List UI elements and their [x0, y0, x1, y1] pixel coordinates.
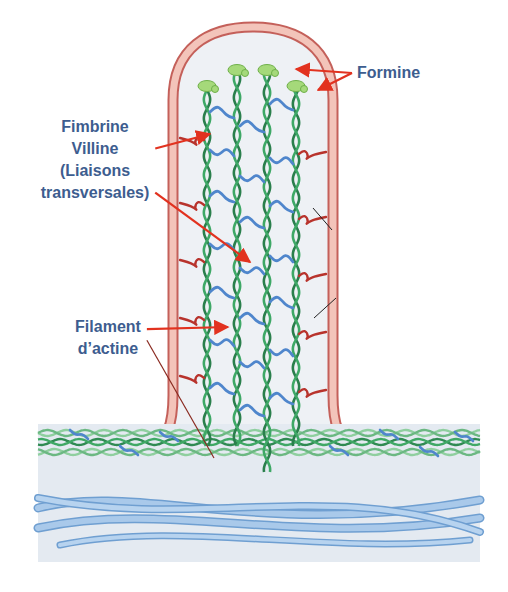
crosslinks: [180, 99, 326, 416]
actin-strand: [38, 439, 480, 445]
fimbrin-crosslink: [210, 107, 234, 118]
leader-arrow: [147, 340, 214, 458]
intermediate-filament: [38, 498, 480, 532]
fimbrin-crosslink: [210, 191, 234, 202]
fimbrin-crosslink: [270, 158, 293, 164]
leader-line: [313, 208, 332, 230]
actin-strand: [234, 74, 240, 446]
fimbrin-crosslink: [270, 297, 293, 308]
formins: [198, 65, 308, 93]
actin-cortex: [38, 430, 480, 456]
actin-strand: [234, 74, 240, 446]
intermediate-filament: [60, 536, 470, 545]
leader-arrow: [147, 327, 228, 329]
crosslink: [70, 430, 88, 439]
formin: [301, 86, 308, 93]
microvillus-lumen: [168, 27, 338, 430]
fimbrin-crosslink: [210, 340, 234, 346]
fimbrin-crosslink: [210, 287, 234, 298]
actin-strand: [38, 430, 480, 436]
actin-strand: [38, 449, 480, 455]
part-label: Filament d’actine: [75, 316, 141, 360]
leader-arrow: [155, 193, 250, 262]
formin: [212, 86, 219, 93]
fimbrin-crosslink: [210, 383, 234, 394]
fimbrin-crosslink: [270, 350, 293, 356]
leader-arrow: [155, 134, 210, 149]
fimbrin-crosslink: [270, 99, 293, 110]
side-link: [299, 216, 326, 224]
fimbrin-crosslink: [270, 201, 293, 212]
side-link: [299, 273, 326, 281]
part-label: Fimbrine Villine (Liaisons transversales…: [41, 116, 150, 204]
crosslink: [330, 446, 348, 455]
intermediate-filament: [38, 498, 480, 532]
actin-strand: [204, 90, 210, 446]
fimbrin-crosslink: [210, 150, 234, 156]
fimbrin-crosslink: [240, 405, 264, 416]
side-link: [299, 389, 326, 397]
crosslink: [420, 447, 438, 456]
plasma-membrane-inner: [168, 27, 338, 430]
plasma-membrane: [168, 27, 338, 430]
side-link: [180, 202, 204, 210]
intermediate-filament: [60, 536, 470, 545]
actin-bundle: [204, 74, 299, 472]
side-link: [180, 259, 204, 267]
crosslink: [455, 432, 473, 441]
side-link: [180, 317, 204, 325]
fimbrin-crosslink: [240, 217, 264, 228]
leader-line: [314, 298, 336, 318]
fimbrin-crosslink: [240, 121, 264, 132]
side-link: [299, 151, 326, 159]
actin-strand: [204, 90, 210, 446]
fimbrin-crosslink: [240, 313, 264, 324]
crosslink: [120, 446, 138, 455]
cytoplasm: [38, 424, 480, 562]
intermediate-filament: [38, 518, 480, 528]
part-label: Formine: [357, 62, 420, 84]
leader-arrow: [318, 73, 352, 90]
fimbrin-crosslink: [240, 268, 264, 274]
intermediate-filament: [38, 518, 480, 528]
side-link: [299, 331, 326, 339]
leader-lines: [147, 69, 352, 458]
fimbrin-crosslink: [240, 362, 264, 368]
formin: [242, 70, 249, 77]
crosslink: [380, 430, 398, 439]
actin-strand: [38, 449, 480, 455]
crosslink: [160, 432, 178, 441]
intermediate-filaments: [38, 498, 480, 545]
leader-arrow: [296, 69, 352, 73]
actin-strand: [38, 439, 480, 445]
fimbrin-crosslink: [270, 256, 293, 262]
side-link: [180, 375, 204, 383]
fimbrin-crosslink: [240, 176, 264, 182]
formin: [272, 70, 279, 77]
fimbrin-crosslink: [270, 393, 293, 404]
actin-strand: [38, 430, 480, 436]
